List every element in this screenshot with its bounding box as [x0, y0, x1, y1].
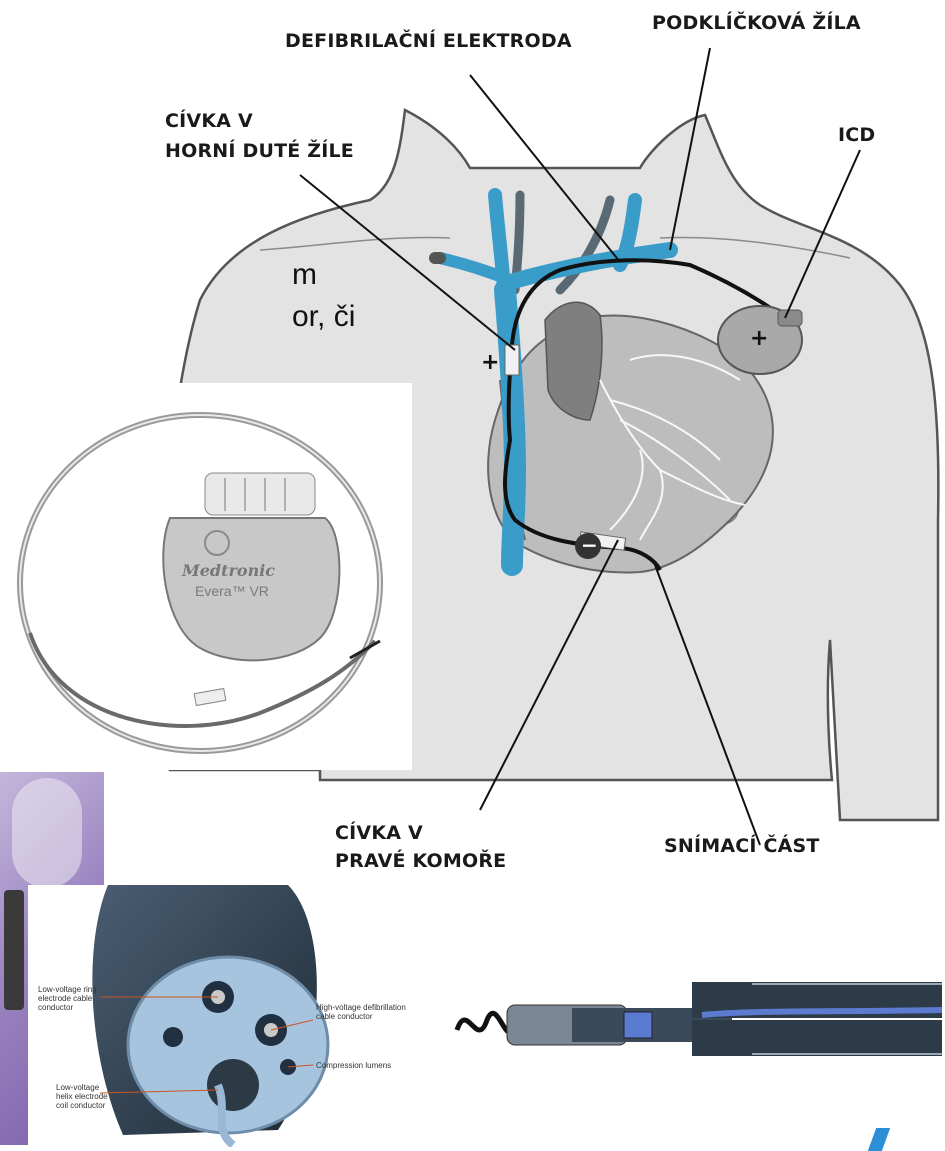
label-icd: ICD [838, 122, 875, 149]
label-rv-coil-line2: PRAVÉ KOMOŘE [335, 848, 506, 875]
ring-conductor-label: Low-voltage ring electrode cable conduct… [38, 985, 98, 1012]
minus-marker-rv: − [581, 533, 598, 557]
helix-conductor-label: Low-voltage helix electrode coil conduct… [56, 1083, 116, 1110]
plus-marker-icd: + [750, 326, 768, 351]
slide-text-line1: m [292, 258, 317, 292]
device-brand: Medtronic [182, 561, 275, 580]
label-rv-coil-line1: CÍVKA V [335, 820, 423, 847]
compression-lumens-label: Compression lumens [316, 1061, 406, 1070]
label-svc-coil-line2: HORNÍ DUTÉ ŽÍLE [165, 138, 354, 165]
label-svc-coil-line1: CÍVKA V [165, 108, 253, 135]
device-model: Evera™ VR [195, 583, 269, 599]
label-sensing-part: SNÍMACÍ ČÁST [664, 833, 820, 860]
slide-text-line2: or, či [292, 300, 355, 334]
label-subclavian-vein: PODKLÍČKOVÁ ŽÍLA [652, 10, 861, 37]
lead-tip-cutaway [452, 970, 942, 1068]
high-voltage-label: High-voltage defibrillation cable conduc… [316, 1003, 406, 1021]
plus-marker-svc: + [481, 350, 499, 375]
lead-cross-section: Low-voltage ring electrode cable conduct… [28, 885, 408, 1147]
icd-device-photo: Medtronic Evera™ VR [0, 383, 412, 770]
label-defibrillation-electrode: DEFIBRILAČNÍ ELEKTRODA [285, 28, 572, 55]
